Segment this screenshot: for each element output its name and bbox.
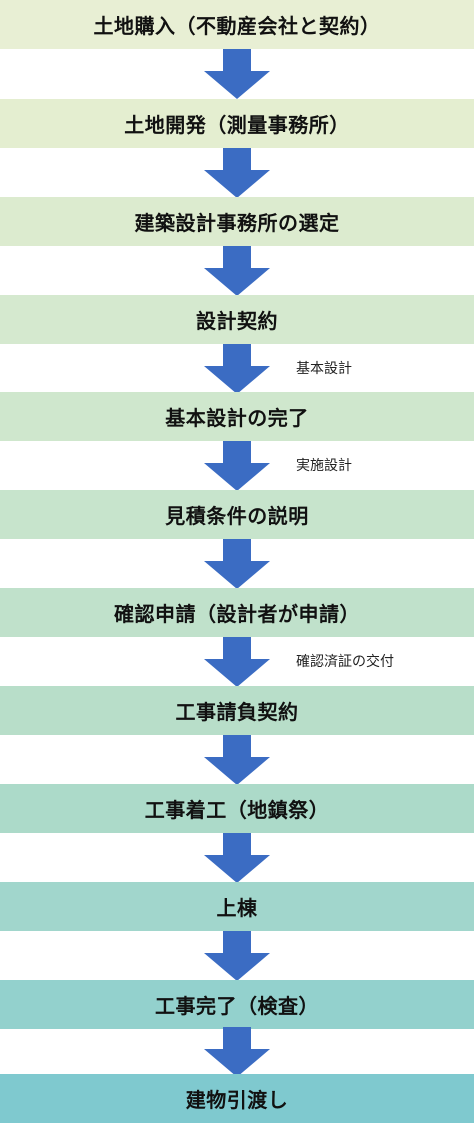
step-2-label: 土地開発（測量事務所） [124,113,350,137]
step-4-label: 設計契約 [196,309,278,333]
step-10-label: 上棟 [216,896,258,920]
step-9-label: 工事着工（地鎮祭） [144,798,330,822]
step-9: 工事着工（地鎮祭） [0,784,474,833]
down-arrow-icon [204,637,270,687]
down-arrow-icon [204,148,270,198]
step-6-label: 見積条件の説明 [165,504,309,528]
down-arrow-icon [204,246,270,296]
step-7: 確認申請（設計者が申請） [0,588,474,637]
step-5: 基本設計の完了 [0,392,474,441]
note-detailed-design: 実施設計 [296,458,352,474]
step-6: 見積条件の説明 [0,490,474,539]
note-certificate-issued: 確認済証の交付 [296,654,394,670]
step-10: 上棟 [0,882,474,931]
down-arrow-icon [204,441,270,491]
down-arrow-icon [204,49,270,99]
step-7-label: 確認申請（設計者が申請） [114,602,360,626]
down-arrow-icon [204,735,270,785]
down-arrow-icon [204,539,270,589]
down-arrow-icon [204,833,270,883]
step-1: 土地購入（不動産会社と契約） [0,0,474,49]
step-11-label: 工事完了（検査） [155,994,319,1018]
step-3: 建築設計事務所の選定 [0,197,474,246]
step-11: 工事完了（検査） [0,980,474,1029]
note-basic-design: 基本設計 [296,361,352,377]
step-5-label: 基本設計の完了 [165,406,309,430]
step-3-label: 建築設計事務所の選定 [134,211,340,235]
step-12: 建物引渡し [0,1074,474,1123]
step-8-label: 工事請負契約 [175,700,299,724]
step-8: 工事請負契約 [0,686,474,735]
down-arrow-icon [204,1027,270,1077]
step-4: 設計契約 [0,295,474,344]
step-2: 土地開発（測量事務所） [0,99,474,148]
step-1-label: 土地購入（不動産会社と契約） [93,14,381,38]
step-12-label: 建物引渡し [185,1088,289,1112]
down-arrow-icon [204,931,270,981]
down-arrow-icon [204,344,270,394]
